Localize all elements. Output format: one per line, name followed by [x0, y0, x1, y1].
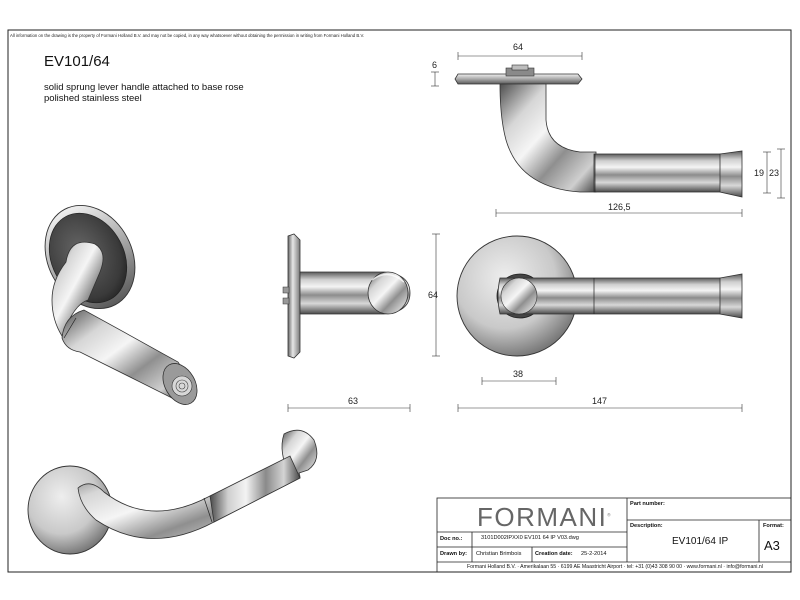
dim-rose-diameter: 64	[428, 290, 439, 300]
format-value: A3	[764, 538, 780, 553]
dim-side-projection: 63	[348, 396, 359, 406]
description-line-2: polished stainless steel	[44, 93, 142, 104]
drawing-title: EV101/64	[44, 53, 110, 70]
doc-no-value: 3101D002IPXX0 EV101 64 IP V03.dwg	[481, 535, 579, 541]
drawn-by-label: Drawn by:	[440, 551, 468, 557]
dim-rose-thickness: 6	[432, 60, 438, 70]
perspective-view-rear	[44, 204, 198, 405]
drawn-by-value: Christian Brimbois	[476, 551, 522, 557]
dimension-lines	[287, 52, 785, 412]
brand-logo: FORMANI®	[477, 502, 612, 532]
doc-no-label: Doc no.:	[440, 536, 463, 542]
description-line-1: solid sprung lever handle attached to ba…	[44, 82, 244, 93]
perspective-view-front	[27, 429, 318, 555]
sheet-border	[7, 29, 792, 573]
disclaimer-text: All information on the drawing is the pr…	[10, 33, 365, 38]
dim-front-length: 147	[592, 396, 608, 406]
front-view	[456, 235, 743, 357]
dim-end-diameter-inner: 19	[754, 168, 765, 178]
dim-top-length: 126,5	[608, 202, 631, 212]
description-label: Description:	[630, 523, 663, 529]
company-footer: Formani Holland B.V. · Amerikalaan 55 · …	[467, 564, 763, 570]
title-block-frame	[436, 497, 792, 573]
dim-rose-offset: 38	[513, 369, 524, 379]
part-number-label: Part number:	[630, 501, 665, 507]
description-value: EV101/64 IP	[672, 536, 729, 547]
dim-top-width: 64	[513, 42, 524, 52]
dim-end-diameter-outer: 23	[769, 168, 780, 178]
creation-date-value: 25-2-2014	[581, 551, 607, 557]
top-view	[454, 64, 743, 198]
side-view	[282, 233, 411, 359]
creation-date-label: Creation date:	[535, 551, 573, 557]
format-label: Format:	[763, 523, 784, 529]
